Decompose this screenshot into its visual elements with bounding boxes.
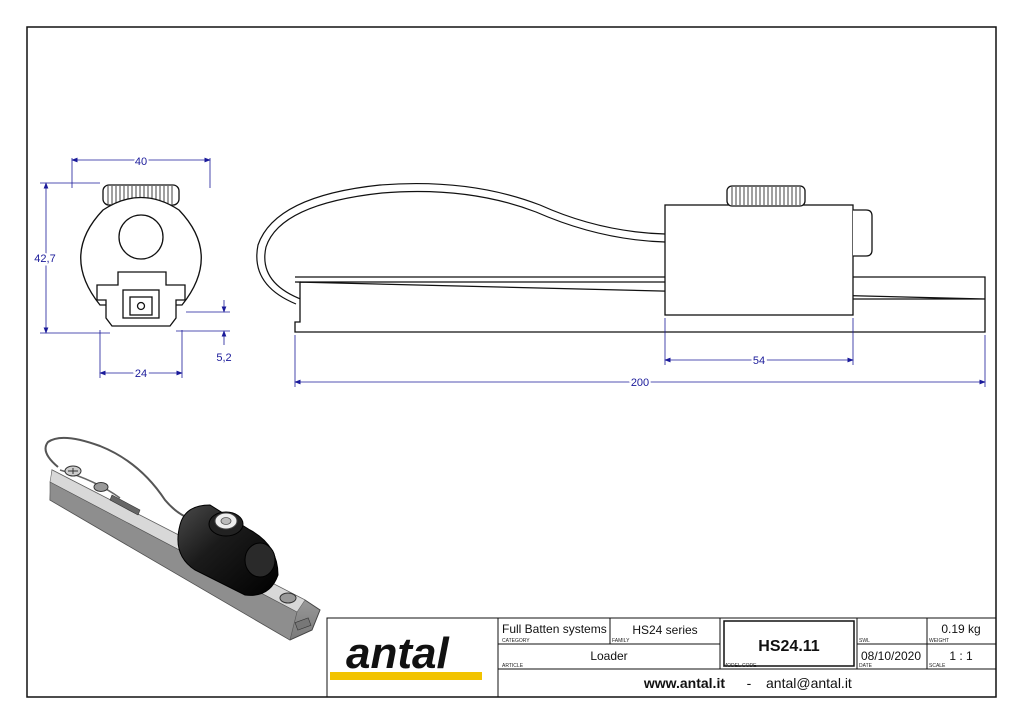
dim-front-height: 42,7 — [34, 253, 55, 265]
swl-label: SWL — [859, 638, 870, 644]
sheet-border — [26, 26, 997, 698]
article-value: Loader — [590, 649, 627, 663]
dim-body-length: 54 — [753, 355, 765, 367]
antal-logo: antal — [346, 629, 449, 678]
date-label: DATE — [859, 663, 873, 669]
front-view — [80, 184, 202, 327]
date-value: 08/10/2020 — [861, 649, 921, 663]
email-link[interactable]: antal@antal.it — [766, 675, 852, 691]
contact-separator: - — [747, 675, 752, 691]
model-code-value: HS24.11 — [758, 638, 819, 655]
front-dimensions — [40, 157, 230, 378]
logo-stripe — [330, 672, 482, 680]
side-view — [256, 182, 986, 333]
weight-value: 0.19 kg — [941, 622, 980, 636]
scale-label: SCALE — [929, 663, 946, 669]
category-value: Full Batten systems — [502, 622, 607, 636]
article-label: ARTICLE — [502, 663, 524, 669]
website-link[interactable]: www.antal.it — [643, 675, 725, 691]
title-block — [326, 617, 997, 698]
dim-slot-depth: 5,2 — [216, 352, 231, 364]
isometric-render — [44, 436, 321, 641]
model-code-label: MODEL CODE — [723, 663, 757, 669]
category-label: CATEGORY — [502, 638, 530, 644]
scale-value: 1 : 1 — [949, 649, 973, 663]
side-dimensions — [294, 318, 986, 387]
family-value: HS24 series — [632, 623, 697, 637]
dim-slot-width: 24 — [135, 368, 147, 380]
dim-total-length: 200 — [631, 377, 649, 389]
weight-label: WEIGHT — [929, 638, 949, 644]
dim-front-width: 40 — [135, 156, 147, 168]
family-label: FAMILY — [612, 638, 630, 644]
